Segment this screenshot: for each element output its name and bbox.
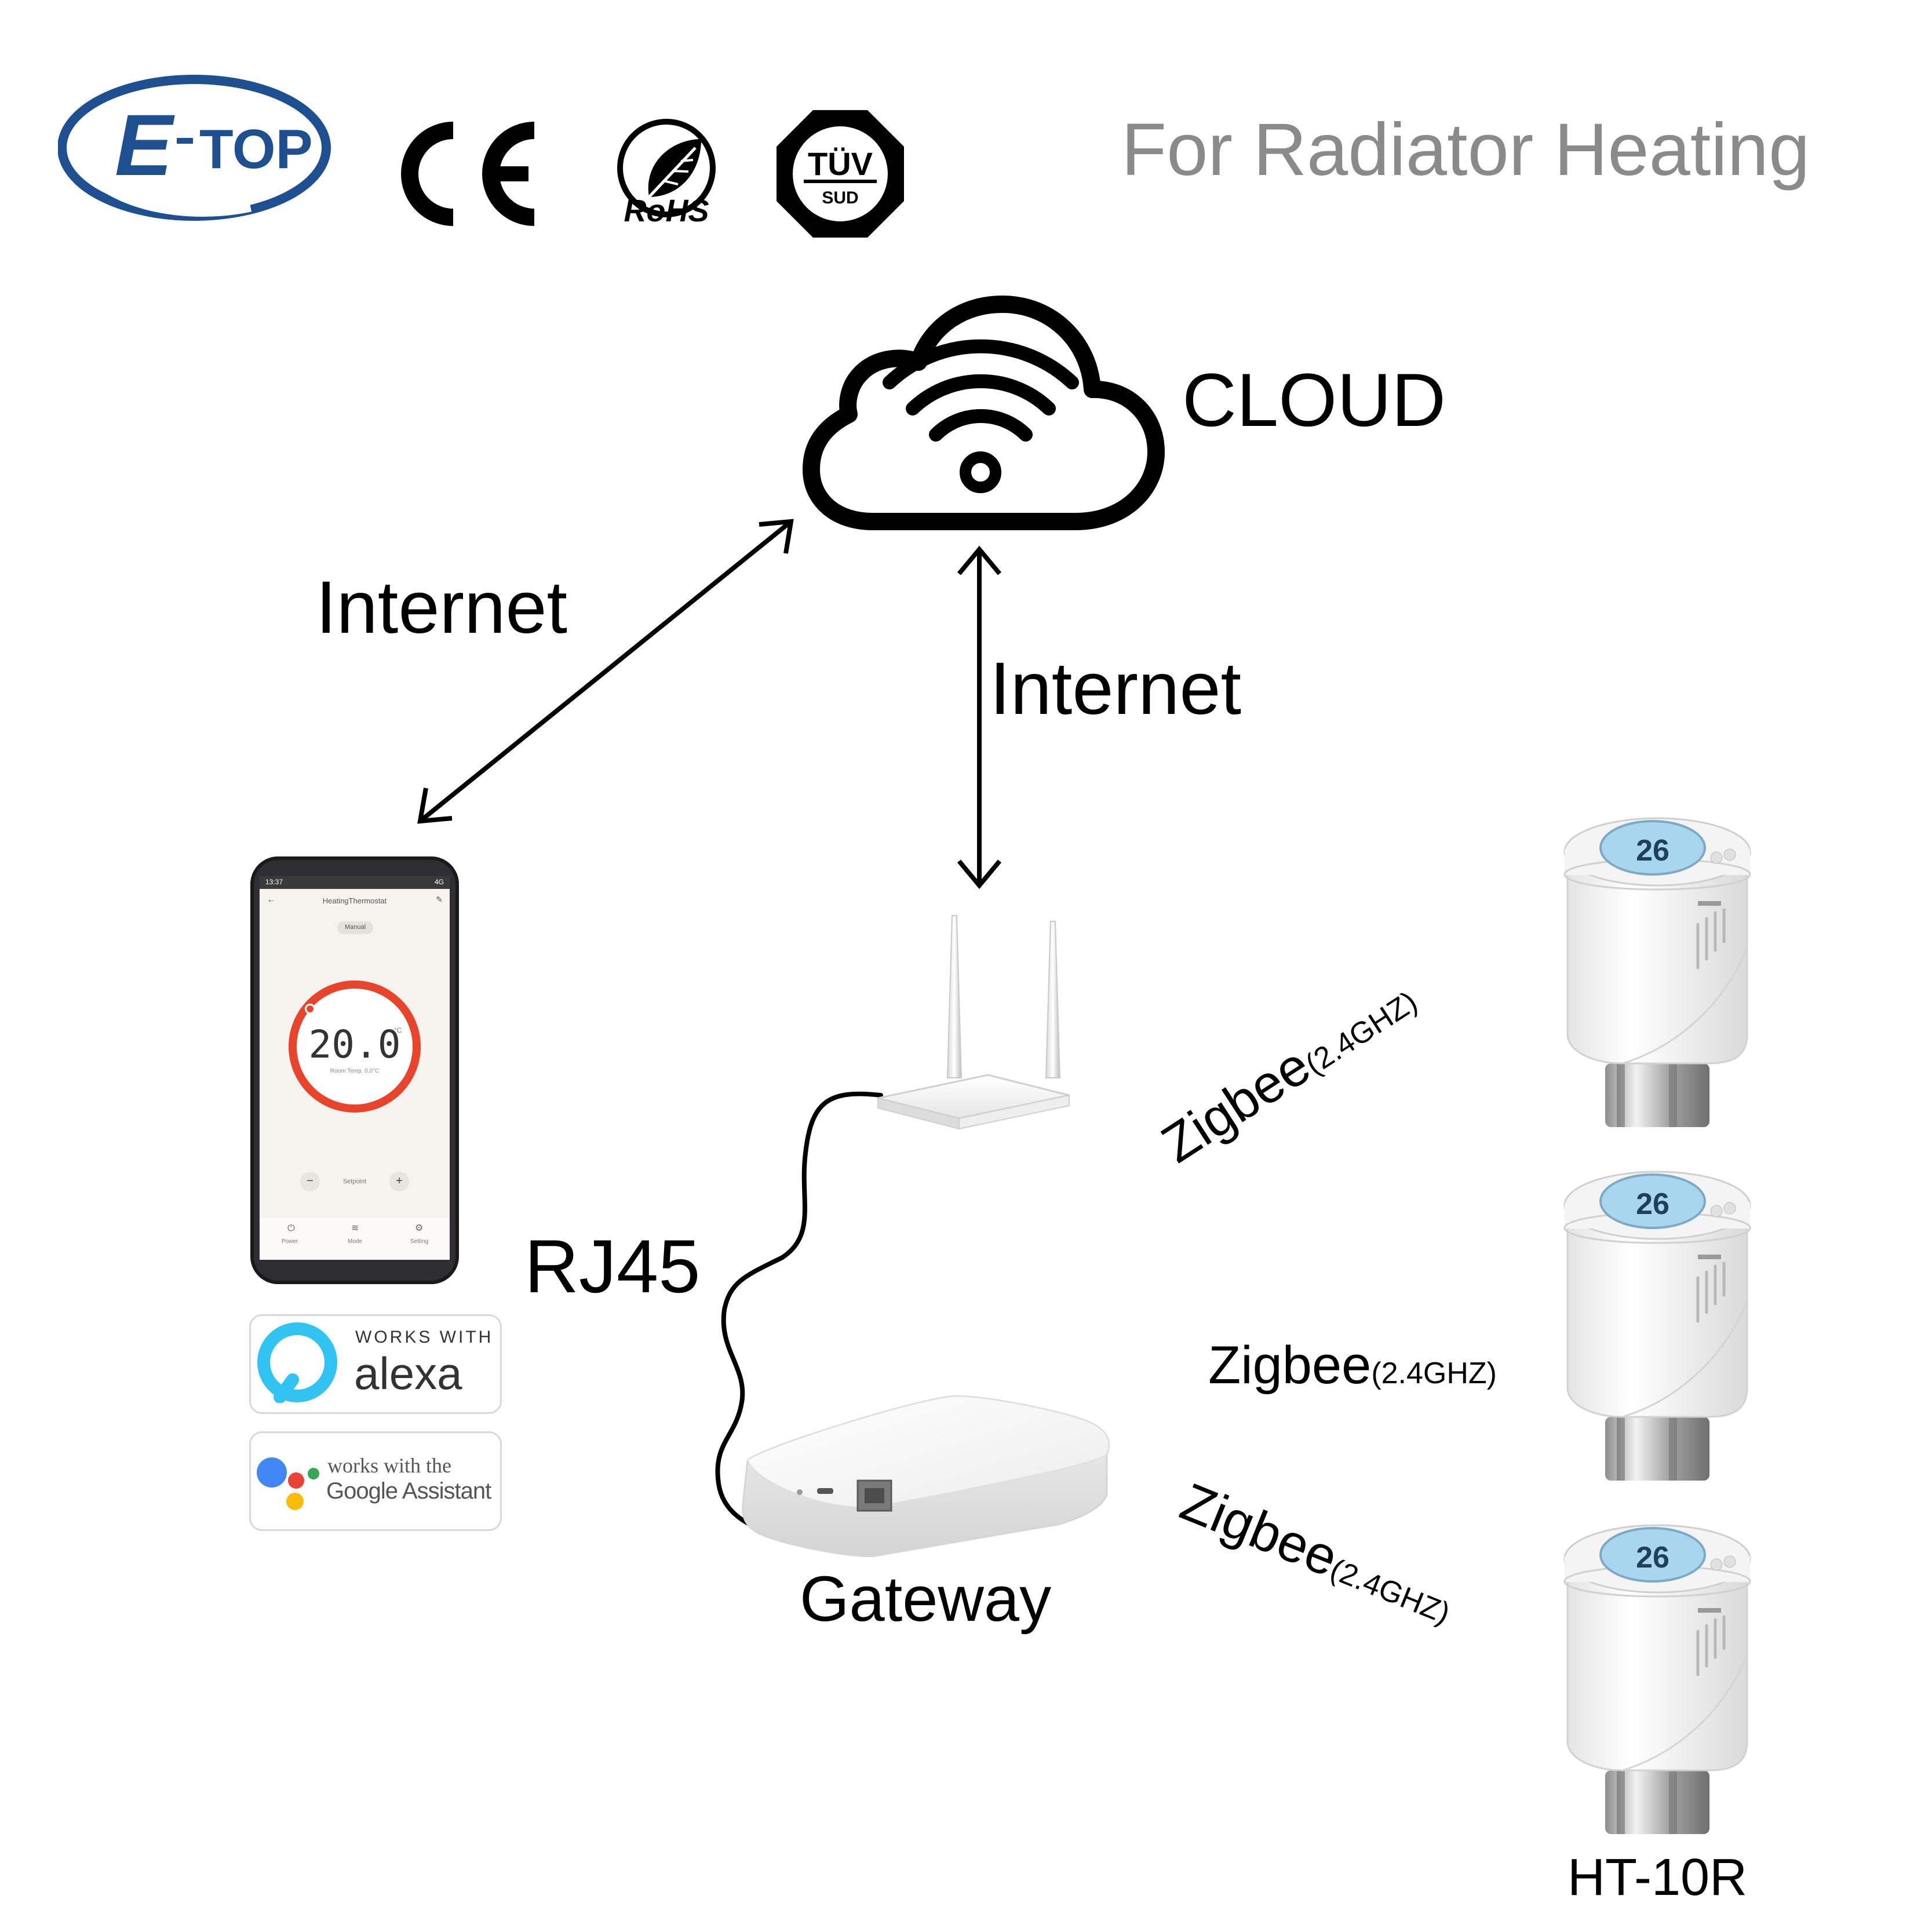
- page-title: For Radiator Heating: [1121, 108, 1810, 191]
- plus-symbol: +: [396, 1175, 403, 1187]
- brand-logo-top: TOP: [199, 118, 313, 180]
- cloud-label: CLOUD: [1182, 358, 1446, 442]
- status-network: 4G: [434, 878, 444, 886]
- zigbee-middle-main: Zigbee: [1208, 1336, 1372, 1395]
- alexa-icon: [257, 1322, 337, 1403]
- radiator-valve-3: 26: [1563, 1524, 1751, 1834]
- cloud-icon: [803, 296, 1165, 530]
- tuv-mark: TÜV SUD: [777, 110, 904, 238]
- temperature-unit: °C: [394, 1026, 402, 1034]
- plus-button[interactable]: +: [389, 1172, 409, 1191]
- nav-mode[interactable]: Mode: [348, 1238, 363, 1245]
- mode-chip[interactable]: Manual: [337, 921, 373, 934]
- brand-logo: E TOP: [58, 75, 331, 221]
- radiator-valve-1: 26: [1563, 817, 1751, 1127]
- minus-symbol: −: [307, 1175, 314, 1187]
- internet-label-left: Internet: [316, 566, 568, 649]
- arrow-phone-cloud: [417, 519, 794, 824]
- room-temp: Room Temp. 0.0°C: [330, 1068, 380, 1074]
- dial-knob[interactable]: [305, 1004, 315, 1014]
- brand-logo-e: E: [115, 96, 175, 194]
- rj45-cable: [715, 1091, 883, 1547]
- nav-setting[interactable]: Setting: [410, 1238, 429, 1245]
- alexa-top-text: WORKS WITH: [355, 1328, 494, 1347]
- arrow-router-cloud: [957, 545, 1002, 890]
- google-assistant-badge: works with the Google Assistant: [249, 1431, 502, 1531]
- alexa-badge: WORKS WITH alexa: [249, 1314, 502, 1414]
- mode-icon[interactable]: ≋: [351, 1223, 359, 1233]
- setpoint-label: Setpoint: [342, 1178, 367, 1185]
- settings-icon[interactable]: ⚙: [415, 1223, 424, 1233]
- internet-label-right: Internet: [990, 647, 1242, 730]
- ce-mark: [401, 122, 535, 226]
- back-arrow-icon[interactable]: ←: [267, 895, 276, 905]
- nav-power[interactable]: Power: [282, 1238, 298, 1245]
- rohs-mark: RoHS: [617, 119, 716, 226]
- temperature-value: 20.0: [308, 1022, 401, 1067]
- temperature-dial[interactable]: 20.0 °C Room Temp. 0.0°C: [289, 980, 421, 1113]
- smartphone: 13:37 4G ← HeatingThermostat ✎ Manual 20…: [250, 856, 459, 1284]
- zigbee-middle-sub: (2.4GHZ): [1371, 1357, 1497, 1390]
- rohs-text: RoHS: [624, 194, 709, 226]
- alexa-main-text: alexa: [354, 1348, 462, 1399]
- google-assistant-icon: [257, 1457, 319, 1510]
- status-bar: 13:37 4G: [260, 876, 450, 889]
- radiator-valve-2: 26: [1563, 1171, 1751, 1481]
- google-line1: works with the: [327, 1454, 451, 1477]
- zigbee-label-middle: Zigbee(2.4GHZ): [1208, 1339, 1497, 1392]
- valve-display-value: 26: [1636, 1187, 1669, 1221]
- rj45-label: RJ45: [524, 1224, 701, 1308]
- valve-model-label: HT-10R: [1568, 1849, 1748, 1907]
- mode-chip-label: Manual: [344, 924, 366, 931]
- bottom-nav: ⏻ Power ≋ Mode ⚙ Setting: [260, 1218, 450, 1260]
- gateway-label: Gateway: [800, 1563, 1052, 1635]
- google-line2: Google Assistant: [326, 1478, 491, 1504]
- valve-display-value: 26: [1636, 1541, 1669, 1574]
- valve-display-value: 26: [1636, 834, 1669, 867]
- power-icon[interactable]: ⏻: [287, 1223, 295, 1233]
- edit-icon[interactable]: ✎: [436, 895, 443, 904]
- tuv-text: TÜV: [808, 145, 873, 182]
- router-image: [877, 915, 1070, 1130]
- status-time: 13:37: [265, 878, 283, 886]
- gateway-image: [742, 1395, 1110, 1558]
- minus-button[interactable]: −: [300, 1172, 320, 1191]
- app-title: HeatingThermostat: [322, 896, 387, 905]
- phone-screen: 13:37 4G ← HeatingThermostat ✎ Manual 20…: [260, 876, 450, 1260]
- sud-text: SUD: [822, 188, 858, 207]
